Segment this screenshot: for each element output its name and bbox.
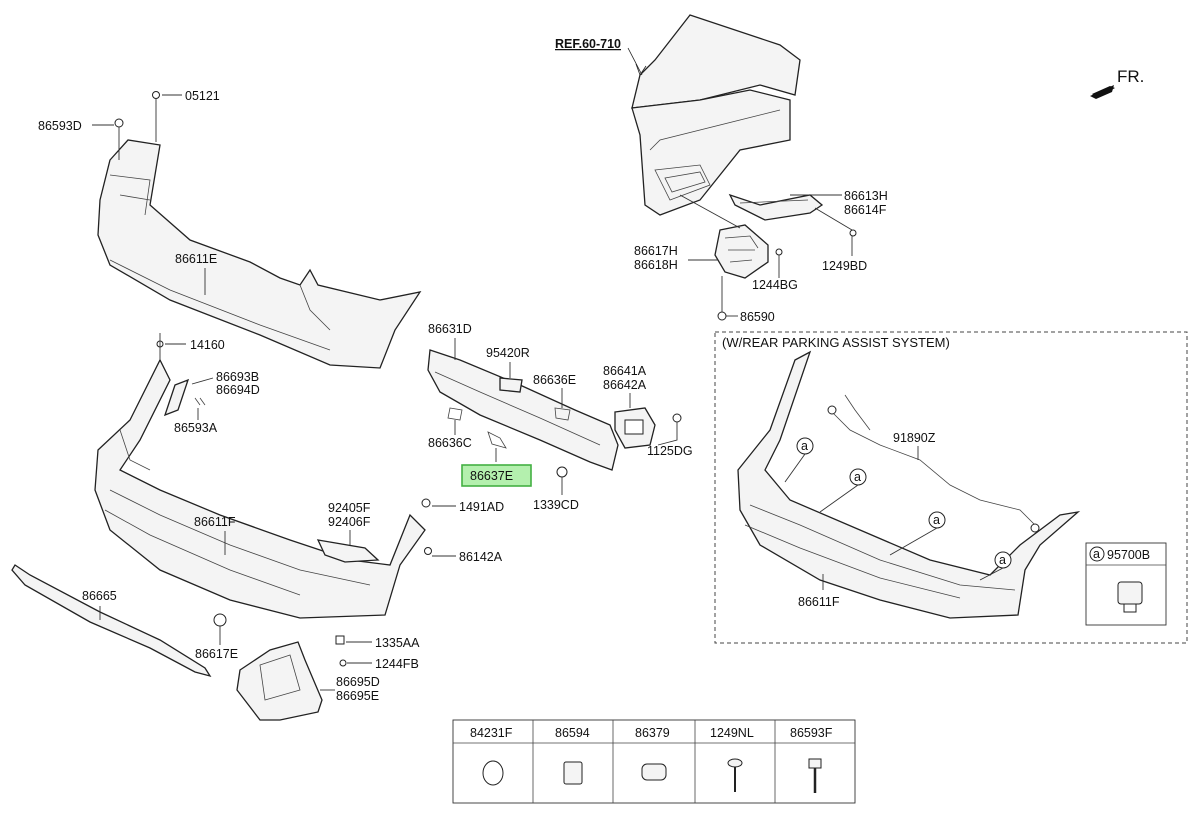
lower-side-bracket xyxy=(714,224,769,279)
callout-86694D: 86694D xyxy=(216,383,260,397)
rear-quarter-panel xyxy=(631,14,801,216)
callout-1125DG: 1125DG xyxy=(647,444,693,458)
parking-sensor-icon xyxy=(1117,581,1143,613)
callout-1335AA: 1335AA xyxy=(375,636,420,650)
callout-1249BD: 1249BD xyxy=(822,259,867,273)
svg-text:a: a xyxy=(854,470,861,484)
svg-text:a: a xyxy=(999,553,1006,567)
wiring-harness xyxy=(827,394,1040,533)
callout-86613H: 86613H xyxy=(844,189,888,203)
callout-86642A: 86642A xyxy=(603,378,647,392)
sensor-box-marker: a xyxy=(1093,547,1100,561)
sensor-marker-3: a xyxy=(928,511,946,529)
callout-14160: 14160 xyxy=(190,338,225,352)
clip-nut-icon xyxy=(563,761,583,785)
callout-86617E: 86617E xyxy=(195,647,238,661)
front-direction-icon xyxy=(1090,85,1115,99)
callout-91890Z: 91890Z xyxy=(893,431,936,445)
callout-05121: 05121 xyxy=(185,89,220,103)
callout-1491AD: 1491AD xyxy=(459,500,504,514)
callout-86593A: 86593A xyxy=(174,421,218,435)
legend-header-86594: 86594 xyxy=(555,726,590,740)
legend-header-84231F: 84231F xyxy=(470,726,513,740)
callout-86636E: 86636E xyxy=(533,373,576,387)
lower-strip xyxy=(11,564,212,678)
callout-86611E: 86611E xyxy=(175,252,217,266)
callout-86631D: 86631D xyxy=(428,322,472,336)
callout-86618H: 86618H xyxy=(634,258,678,272)
callout-95420R: 95420R xyxy=(486,346,530,360)
legend-header-1249NL: 1249NL xyxy=(710,726,754,740)
callout-86695E: 86695E xyxy=(336,689,379,703)
callout-86593D: 86593D xyxy=(38,119,82,133)
callout-92405F: 92405F xyxy=(328,501,371,515)
svg-text:a: a xyxy=(801,439,808,453)
fastener-legend-table xyxy=(452,719,856,804)
mount-bracket xyxy=(614,407,656,449)
callout-86695D: 86695D xyxy=(336,675,380,689)
bumper-rail xyxy=(427,349,619,471)
callout-86665: 86665 xyxy=(82,589,117,603)
callout-86614F: 86614F xyxy=(844,203,887,217)
side-reflector-bracket xyxy=(163,378,190,417)
sensor-marker-1: a xyxy=(796,437,814,455)
rail-bracket-95420R xyxy=(499,377,523,393)
callout-86693B: 86693B xyxy=(216,370,259,384)
front-direction-label: FR. xyxy=(1117,67,1144,86)
callout-86611F-main: 86611F xyxy=(194,515,236,529)
grommet-icon xyxy=(482,760,504,786)
callout-1339CD: 1339CD xyxy=(533,498,579,512)
legend-header-86379: 86379 xyxy=(635,726,670,740)
callout-92406F: 92406F xyxy=(328,515,371,529)
parking-assist-section-title: (W/REAR PARKING ASSIST SYSTEM) xyxy=(722,335,950,350)
callout-86611F-pas: 86611F xyxy=(798,595,840,609)
callout-86636C: 86636C xyxy=(428,436,472,450)
parking-assist-section-frame xyxy=(714,331,1188,644)
callout-86637E[interactable]: 86637E xyxy=(470,469,513,483)
lower-corner-bracket xyxy=(236,641,323,721)
parking-assist-bumper xyxy=(737,350,1081,619)
tapping-screw-icon xyxy=(727,758,743,792)
plug-icon xyxy=(641,763,667,781)
bumper-lower-assembly xyxy=(94,358,426,619)
callout-86617H: 86617H xyxy=(634,244,678,258)
callout-86142A: 86142A xyxy=(459,550,503,564)
legend-header-86593F: 86593F xyxy=(790,726,833,740)
rear-reflector xyxy=(316,539,380,563)
callout-1244BG: 1244BG xyxy=(752,278,798,292)
highlight-box xyxy=(461,464,532,487)
bumper-cover-upper xyxy=(97,139,422,369)
callout-1244FB: 1244FB xyxy=(375,657,419,671)
callout-95700B: 95700B xyxy=(1107,548,1150,562)
reference-label: REF.60-710 xyxy=(555,37,621,51)
side-bracket xyxy=(728,193,824,221)
svg-text:a: a xyxy=(933,513,940,527)
sensor-marker-4: a xyxy=(994,551,1012,569)
callout-86641A: 86641A xyxy=(603,364,647,378)
bolt-icon xyxy=(808,758,822,793)
sensor-marker-2: a xyxy=(849,468,867,486)
callout-86590: 86590 xyxy=(740,310,775,324)
